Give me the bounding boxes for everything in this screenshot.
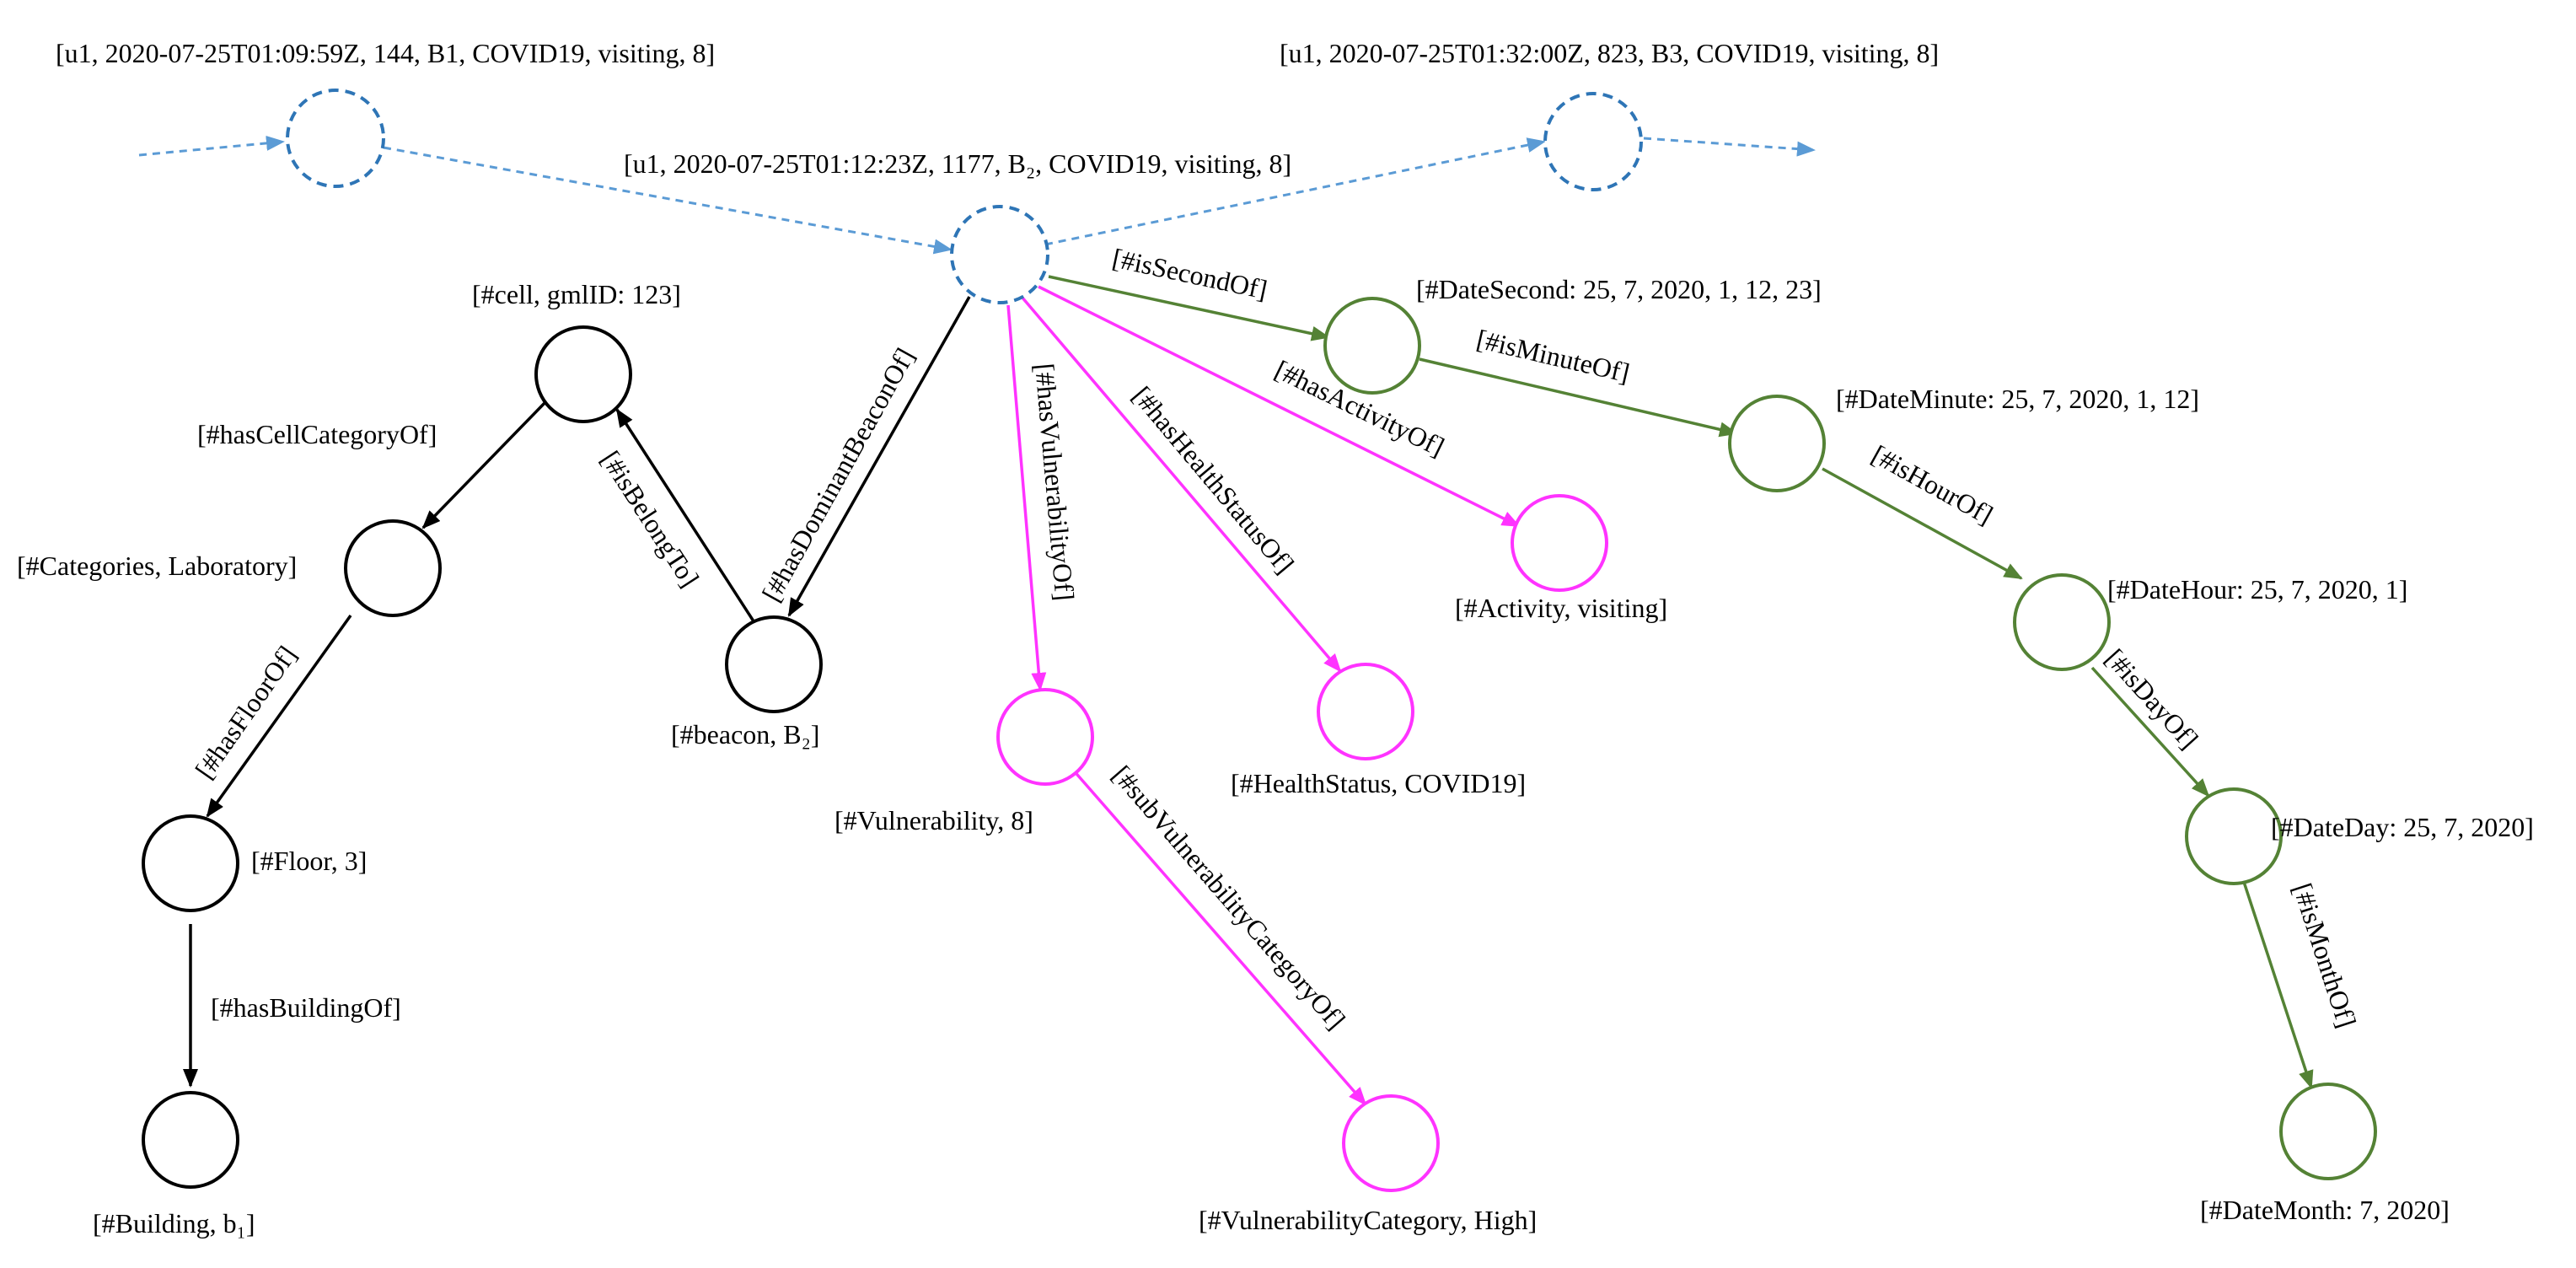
edge-label-hasDominantBeaconOf: [#hasDominantBeaconOf]	[756, 343, 920, 607]
node-vulnerability-category	[1342, 1094, 1440, 1192]
trajectory-link-t1-t2	[383, 146, 953, 255]
edge-hasFloorOf	[206, 614, 352, 818]
edge-hasDominantBeaconOf	[787, 296, 971, 617]
label-cell: [#cell, gmlID: 123]	[472, 279, 681, 309]
label-date-month: [#DateMonth: 7, 2020]	[2200, 1195, 2450, 1225]
label-categories: [#Categories, Laboratory]	[17, 551, 297, 581]
label-date-day: [#DateDay: 25, 7, 2020]	[2271, 812, 2534, 842]
edge-label-hasVulnerabilityOf: [#hasVulnerabilityOf]	[1029, 362, 1080, 602]
node-categories	[344, 519, 442, 617]
label-date-hour: [#DateHour: 25, 7, 2020, 1]	[2107, 574, 2407, 604]
node-activity	[1511, 494, 1608, 592]
node-cell	[534, 325, 632, 423]
edge-isDayOf	[2090, 666, 2210, 798]
label-beacon: [#beacon, B₂]	[671, 719, 819, 750]
label-date-minute: [#DateMinute: 25, 7, 2020, 1, 12]	[1836, 384, 2199, 414]
node-date-hour	[2013, 573, 2111, 671]
node-u1-t2	[950, 205, 1049, 304]
edge-hasCellCategoryOf	[421, 400, 548, 529]
edge-hasHealthStatusOf	[1020, 295, 1342, 673]
edge-isMonthOf	[2241, 876, 2314, 1089]
label-u1-t1: [u1, 2020-07-25T01:09:59Z, 144, B1, COVI…	[56, 38, 715, 68]
label-date-second: [#DateSecond: 25, 7, 2020, 1, 12, 23]	[1416, 274, 1822, 304]
edge-subVulnerabilityCategoryOf	[1071, 767, 1367, 1106]
edge-isBelongTo	[615, 408, 757, 625]
edge-label-hasCellCategoryOf: [#hasCellCategoryOf]	[197, 419, 437, 449]
edge-isMinuteOf	[1419, 357, 1738, 438]
edge-isSecondOf	[1048, 275, 1330, 341]
node-u1-t3	[1543, 92, 1643, 191]
node-building	[142, 1091, 239, 1189]
label-building: [#Building, b₁]	[93, 1208, 255, 1238]
trajectory-link-t2-t3	[1044, 137, 1546, 246]
node-vulnerability	[996, 688, 1094, 786]
trajectory-incoming-arrow	[138, 135, 285, 157]
label-floor: [#Floor, 3]	[251, 846, 367, 876]
label-u1-t2: [u1, 2020-07-25T01:12:23Z, 1177, B₂, COV…	[624, 148, 1291, 179]
label-activity: [#Activity, visiting]	[1455, 593, 1667, 623]
node-date-minute	[1728, 395, 1826, 492]
edge-hasActivityOf	[1038, 285, 1521, 528]
trajectory-outgoing-arrow	[1643, 137, 1816, 157]
edge-label-isHourOf: [#isHourOf]	[1867, 439, 1999, 530]
node-u1-t1	[286, 89, 385, 188]
edge-label-isMonthOf: [#isMonthOf]	[2287, 879, 2362, 1031]
edge-isHourOf	[1822, 467, 2023, 580]
node-floor	[142, 814, 239, 912]
edge-label-hasBuildingOf: [#hasBuildingOf]	[211, 992, 401, 1023]
edge-label-isDayOf: [#isDayOf]	[2100, 643, 2204, 755]
edge-hasVulnerabilityOf	[1006, 304, 1047, 691]
edge-label-subVulnerabilityCategoryOf: [#subVulnerabilityCategoryOf]	[1107, 760, 1352, 1035]
label-vulnerability-category: [#VulnerabilityCategory, High]	[1199, 1205, 1537, 1235]
node-health-status	[1317, 663, 1414, 760]
label-health-status: [#HealthStatus, COVID19]	[1231, 768, 1526, 798]
label-u1-t3: [u1, 2020-07-25T01:32:00Z, 823, B3, COVI…	[1280, 38, 1939, 68]
label-vulnerability: [#Vulnerability, 8]	[835, 805, 1033, 835]
node-beacon	[725, 615, 823, 713]
node-date-second	[1323, 297, 1421, 395]
node-date-day	[2185, 787, 2283, 885]
edge-label-hasHealthStatusOf: [#hasHealthStatusOf]	[1127, 380, 1301, 579]
node-date-month	[2279, 1083, 2377, 1180]
